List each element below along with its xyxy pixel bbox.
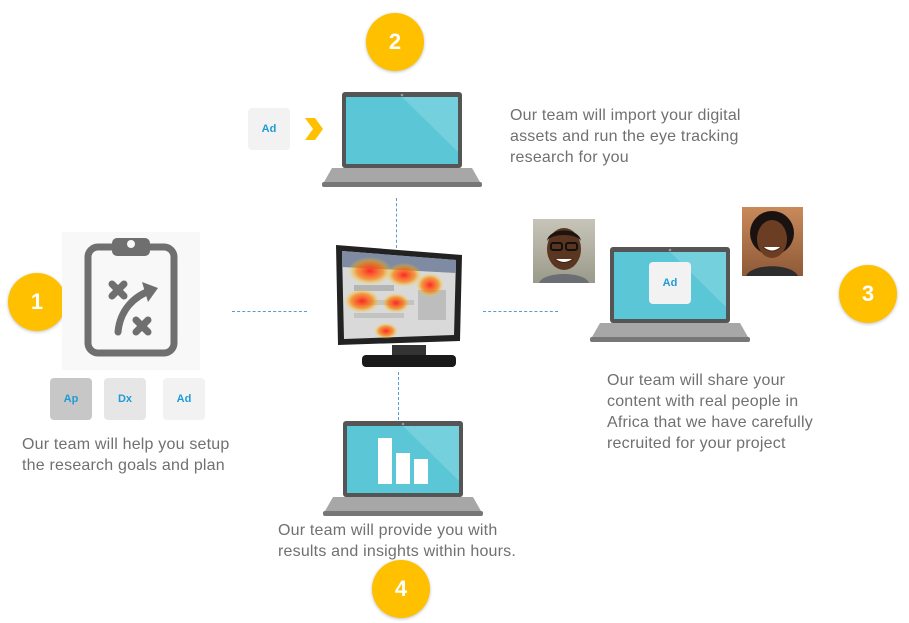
step-1-tile-dx: Dx (104, 378, 146, 420)
heatmap-monitor-icon (336, 245, 462, 367)
step-1-badge: 1 (8, 273, 66, 331)
step-1-tile-ap: Ap (50, 378, 92, 420)
step-2-badge: 2 (366, 13, 424, 71)
laptop-bar-chart-icon (323, 421, 483, 516)
strategy-clipboard-icon (84, 238, 178, 357)
laptop-icon (322, 92, 482, 187)
arrow-right-icon (305, 118, 323, 140)
step-3-tile-ad: Ad (649, 262, 691, 304)
step-1-icon-area (62, 232, 200, 370)
step-2-text: Our team will import your digital assets… (510, 107, 741, 166)
step-3-text: Our team will share your content with re… (607, 372, 813, 452)
step-2-tile-ad: Ad (248, 108, 290, 150)
connector-top (396, 198, 397, 248)
connector-bottom (398, 372, 399, 420)
step-1-text: Our team will help you setup the researc… (22, 436, 230, 474)
step-4-badge: 4 (372, 560, 430, 618)
connector-right (483, 311, 558, 312)
step-3-badge: 3 (839, 265, 897, 323)
avatar-man (533, 219, 595, 283)
avatar-woman (742, 207, 803, 276)
connector-left (232, 311, 307, 312)
step-1-tile-ad: Ad (163, 378, 205, 420)
step-4-text: Our team will provide you with results a… (278, 522, 517, 560)
